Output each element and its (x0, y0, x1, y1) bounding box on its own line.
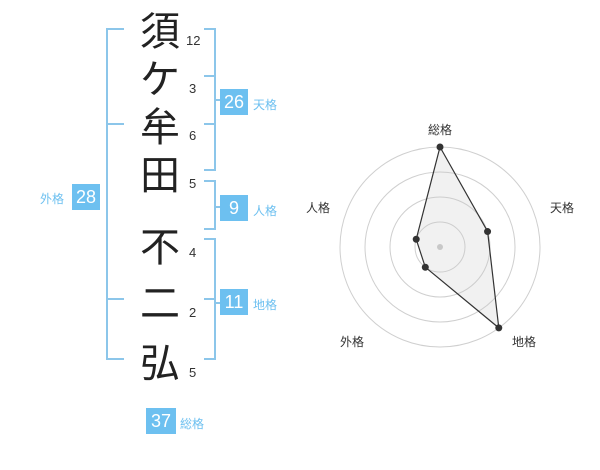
gaikaku-bracket (106, 28, 124, 360)
jinkaku-bracket (204, 180, 216, 230)
name-char-7: 弘 (140, 341, 180, 387)
radar-axis-label-jinkaku: 人格 (306, 200, 330, 215)
radar-center-dot (437, 244, 443, 250)
stroke-count-2: 3 (189, 81, 197, 96)
radar-point-1 (484, 228, 492, 236)
stroke-count-4: 5 (189, 176, 197, 191)
gaikaku-label: 外格 (40, 192, 65, 206)
jinkaku-value-badge: 9 (220, 195, 248, 221)
chikaku-value-badge: 11 (220, 289, 248, 315)
radar-point-3 (421, 263, 429, 271)
jinkaku-connector (214, 206, 220, 208)
tenkaku-value-badge: 26 (220, 89, 248, 115)
radar-point-0 (436, 143, 444, 151)
name-char-5: 不 (140, 225, 180, 271)
gaikaku-tick-1 (106, 123, 124, 125)
chikaku-tick-1 (204, 298, 216, 300)
name-char-3: 牟 (140, 105, 180, 151)
radar-points (412, 143, 503, 332)
jinkaku-label: 人格 (253, 204, 278, 218)
radar-area (415, 145, 500, 330)
radar-axis-label-soukaku: 総格 (428, 122, 452, 137)
radar-point-2 (495, 324, 503, 332)
stroke-count-1: 12 (186, 33, 201, 48)
tenkaku-tick-1 (204, 75, 216, 77)
stroke-count-5: 4 (189, 245, 197, 260)
radar-ring-1 (414, 221, 466, 273)
radar-axis-label-tenkaku: 天格 (550, 200, 574, 215)
chikaku-connector (214, 302, 220, 304)
stroke-count-7: 5 (189, 365, 197, 380)
gaikaku-tick-2 (106, 298, 124, 300)
stroke-count-6: 2 (189, 305, 197, 320)
tenkaku-tick-2 (204, 123, 216, 125)
tenkaku-label: 天格 (253, 98, 278, 112)
name-char-4: 田 (140, 153, 180, 199)
radar-point-4 (412, 235, 420, 243)
tenkaku-connector (214, 99, 220, 101)
radar-ring-3 (364, 171, 516, 323)
soukaku-label: 総格 (180, 417, 205, 431)
name-char-2: ケ (140, 57, 180, 103)
chikaku-label: 地格 (253, 298, 278, 312)
soukaku-value-badge: 37 (146, 408, 176, 434)
name-char-1: 須 (140, 9, 180, 55)
radar-axis-label-gaikaku: 外格 (340, 334, 364, 349)
name-char-6: 二 (140, 281, 180, 327)
stroke-count-3: 6 (189, 128, 197, 143)
gaikaku-value-badge: 28 (72, 184, 100, 210)
radar-axis-label-chikaku: 地格 (512, 334, 536, 349)
